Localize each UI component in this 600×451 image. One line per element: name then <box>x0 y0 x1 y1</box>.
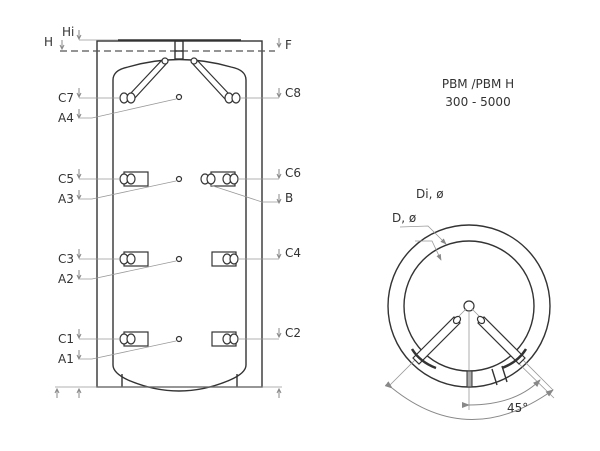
side-fitting <box>491 365 508 386</box>
pipe-right <box>477 316 526 365</box>
angle-arc-45 <box>461 379 541 409</box>
dimension-arrows <box>54 30 282 398</box>
label-Hi: Hi <box>62 25 74 39</box>
model-range: 300 - 5000 <box>445 95 510 109</box>
label-C3: C3 <box>58 252 74 266</box>
sensor-A4 <box>175 93 183 101</box>
label-C4: C4 <box>285 246 301 260</box>
pipe-left <box>412 316 461 365</box>
leader-lines <box>55 39 282 388</box>
label-angle: 45° <box>507 401 528 415</box>
connection-C7 <box>119 57 169 104</box>
angle-arc-outer <box>384 381 554 420</box>
top-connection-F <box>174 40 184 60</box>
connection-C5 <box>119 171 149 187</box>
label-H: H <box>44 35 53 49</box>
sensor-A3 <box>175 175 183 183</box>
label-C7: C7 <box>58 91 74 105</box>
model-title: PBM /PBM H <box>442 77 514 91</box>
connection-C2 <box>211 331 239 347</box>
label-A1: A1 <box>58 352 74 366</box>
label-A2: A2 <box>58 272 74 286</box>
label-C8: C8 <box>285 86 301 100</box>
label-F: F <box>285 38 292 52</box>
inner-tank <box>112 58 247 392</box>
label-C6: C6 <box>285 166 301 180</box>
label-C1: C1 <box>58 332 74 346</box>
sensor-A2 <box>175 255 183 263</box>
label-C5: C5 <box>58 172 74 186</box>
connection-C6-B <box>200 171 239 187</box>
connection-C1 <box>119 331 149 347</box>
sensor-A1 <box>175 335 183 343</box>
connection-C4 <box>211 251 239 267</box>
label-Di: Di, ø <box>416 187 444 201</box>
label-D: D, ø <box>392 211 416 225</box>
bottom-fitting <box>466 370 473 388</box>
label-B: B <box>285 191 293 205</box>
connection-C3 <box>119 251 149 267</box>
connection-C8 <box>190 57 241 104</box>
label-A3: A3 <box>58 192 74 206</box>
tank-side-view: Hi H C7 A4 C5 A3 C3 A2 C1 A1 F C8 C6 B C… <box>44 25 301 398</box>
label-A4: A4 <box>58 111 74 125</box>
label-C2: C2 <box>285 326 301 340</box>
tank-top-view: Di, ø D, ø 45° <box>384 187 555 420</box>
